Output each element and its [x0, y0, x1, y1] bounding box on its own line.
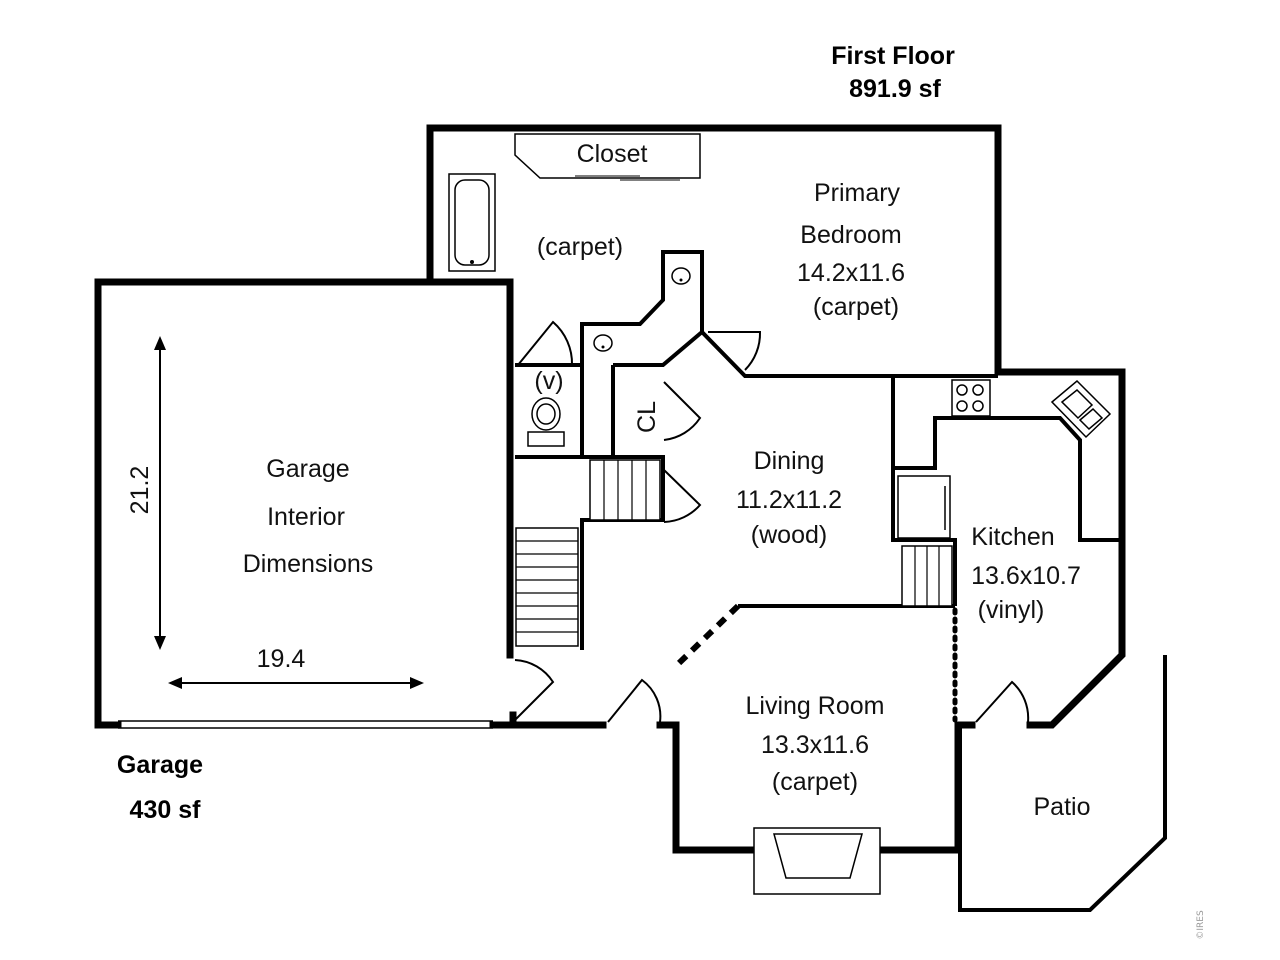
- sink-icon: [593, 334, 613, 352]
- living-room-label: Living Room: [746, 692, 885, 720]
- stairs-icon: [901, 545, 953, 607]
- interior-walls: [515, 250, 1122, 650]
- dimension-arrow-vertical: [154, 336, 166, 650]
- kitchen-sink-icon: [1050, 379, 1112, 439]
- refrigerator-icon: [897, 475, 951, 539]
- garage-title: Garage: [117, 751, 203, 779]
- garage-door: [118, 720, 493, 729]
- sink-icon: [671, 267, 691, 285]
- kitchen-dims: 13.6x10.7: [971, 562, 1081, 590]
- garage-label-line3: Dimensions: [243, 550, 374, 578]
- garage-label-line1: Garage: [266, 455, 349, 483]
- bedroom-label-line2: Bedroom: [800, 221, 901, 249]
- garage-width-label: 19.4: [257, 645, 306, 673]
- living-room-floor: (carpet): [772, 768, 858, 796]
- bedroom-dims: 14.2x11.6: [797, 259, 905, 287]
- garage-depth-label: 21.2: [126, 466, 154, 515]
- floor-title: First Floor: [831, 42, 955, 70]
- floor-area: 891.9 sf: [849, 75, 941, 103]
- cl-label: CL: [633, 401, 661, 433]
- dining-floor: (wood): [751, 521, 827, 549]
- kitchen-label: Kitchen: [971, 523, 1054, 551]
- dining-dims: 11.2x11.2: [736, 486, 842, 514]
- kitchen-floor: (vinyl): [978, 596, 1045, 624]
- patio-outline: [958, 655, 1167, 912]
- patio-label: Patio: [1034, 793, 1091, 821]
- bedroom-label-line1: Primary: [814, 179, 901, 207]
- fireplace-icon: [753, 827, 881, 895]
- vanity-label: (v): [534, 367, 563, 395]
- dimension-arrow-horizontal: [168, 677, 424, 689]
- closet-label: Closet: [577, 140, 648, 168]
- garage-area: 430 sf: [130, 796, 202, 824]
- bedroom-floor: (carpet): [813, 293, 899, 321]
- bath-floor-label: (carpet): [537, 233, 623, 261]
- stairs-icon: [515, 527, 579, 647]
- garage-label-line2: Interior: [267, 503, 345, 531]
- stove-icon: [951, 379, 991, 417]
- stairs-icon: [589, 459, 661, 521]
- dining-label: Dining: [754, 447, 825, 475]
- living-room-dims: 13.3x11.6: [761, 731, 869, 759]
- closet-fixture: [514, 133, 701, 181]
- bathtub-icon: [448, 173, 496, 272]
- toilet-icon: [527, 397, 565, 447]
- watermark: ©IRES: [1196, 910, 1206, 940]
- living-opening-dashed: [673, 603, 741, 669]
- door-swings: [514, 320, 1030, 723]
